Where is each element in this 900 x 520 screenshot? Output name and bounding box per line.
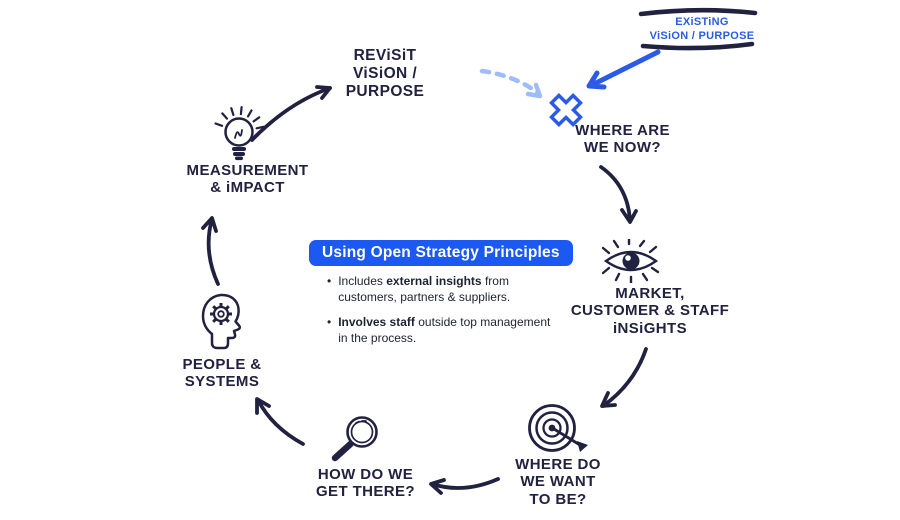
arrow-whereto-to-how xyxy=(429,477,500,495)
bullet-external-insights: • Includes external insights from custom… xyxy=(327,274,552,305)
node-people-systems: PEOPLE & SYSTEMS xyxy=(182,356,262,391)
bullet-involves-staff: • Involves staff outside top management … xyxy=(327,315,552,346)
node-how-do-we-get-there: HOW DO WE GET THERE? xyxy=(315,466,415,501)
arrow-people-to-measurement xyxy=(201,216,220,286)
arrow-revisit-to-x-dashed xyxy=(479,68,543,99)
arrow-existing-to-x xyxy=(586,49,661,90)
bullet-dot: • xyxy=(327,274,332,288)
node-measurement-impact: MEASUREMENT & iMPACT xyxy=(186,162,309,197)
open-strategy-bullets: • Includes external insights from custom… xyxy=(327,274,552,356)
x-marker-icon xyxy=(549,93,583,127)
bullet-dot: • xyxy=(327,315,332,330)
bullet-text: Includes external insights from customer… xyxy=(338,274,511,304)
arrow-market-to-whereto xyxy=(600,347,648,408)
arrow-how-to-people xyxy=(255,397,305,446)
bullet-text: Involves staff outside top management in… xyxy=(338,315,551,345)
existing-vision-callout-label: EXiSTiNG ViSiON / PURPOSE xyxy=(649,16,755,43)
head-gear-icon xyxy=(201,293,242,350)
node-where-do-we-want-to-be: WHERE DO WE WANT TO BE? xyxy=(515,456,601,508)
magnifier-icon xyxy=(331,416,378,462)
node-where-are-we-now: WHERE ARE WE NOW? xyxy=(575,122,670,157)
arrow-wherenow-to-market xyxy=(599,165,638,224)
eye-icon xyxy=(601,239,660,283)
lightbulb-icon xyxy=(214,106,265,161)
node-revisit-vision-purpose: REViSiT ViSiON / PURPOSE xyxy=(345,47,425,100)
node-market-customer-staff-insights: MARKET, CUSTOMER & STAFF iNSiGHTS xyxy=(570,285,730,337)
open-strategy-badge: Using Open Strategy Principles xyxy=(309,240,573,266)
target-icon xyxy=(528,404,588,452)
